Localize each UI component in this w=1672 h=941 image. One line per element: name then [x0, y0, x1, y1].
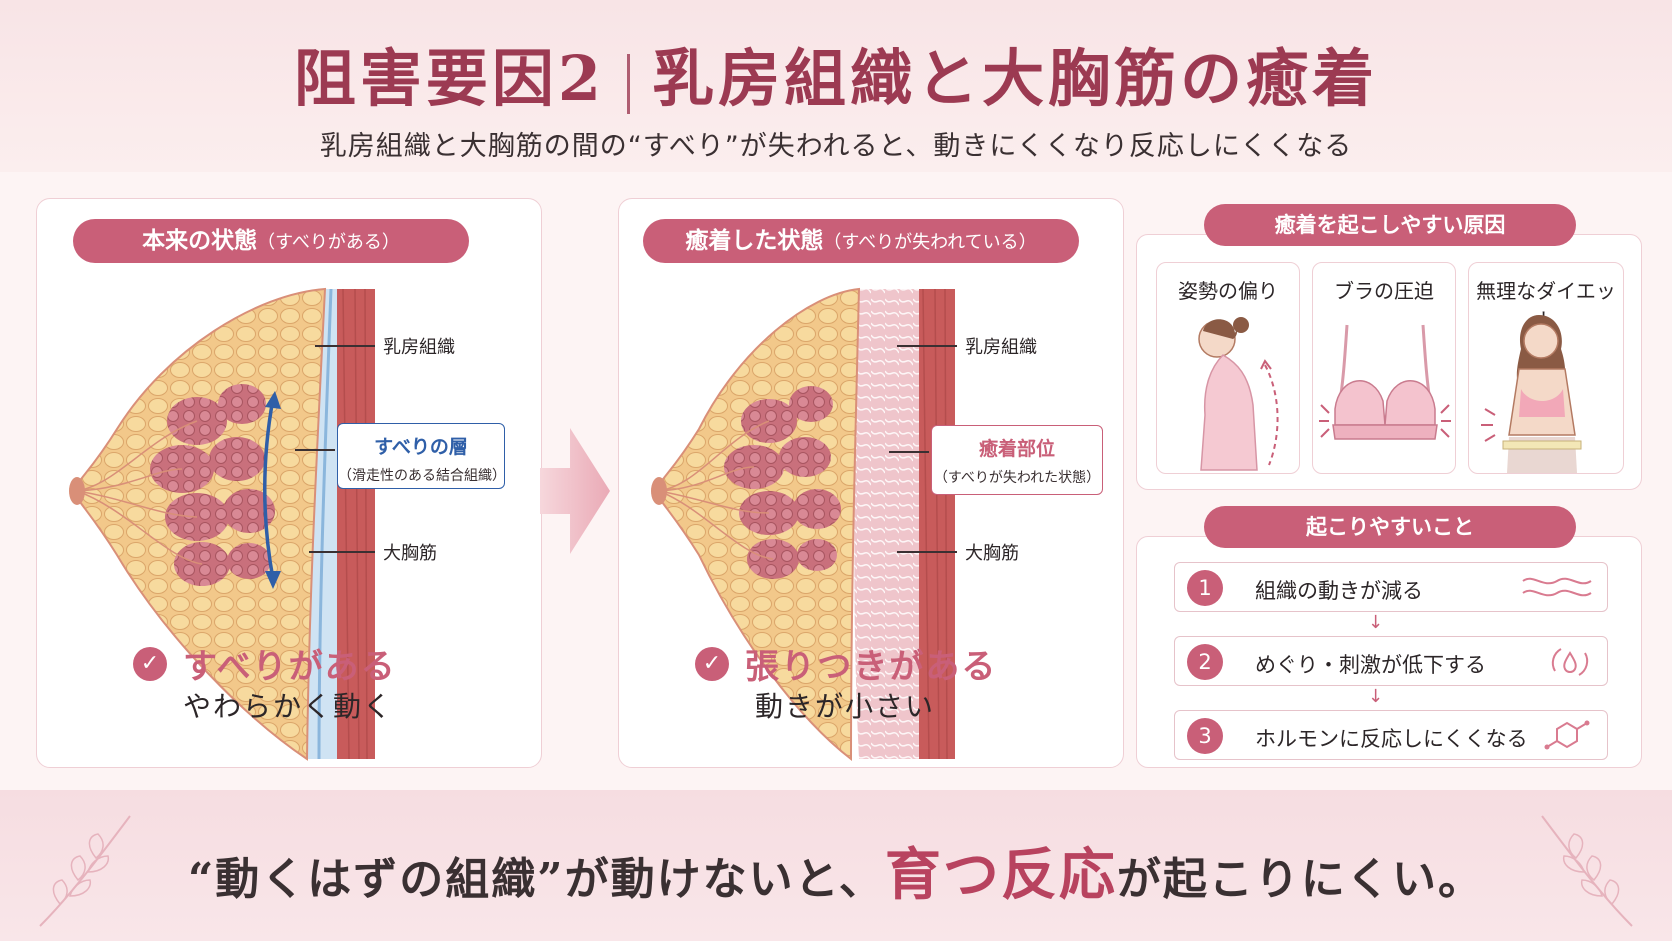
- footer-message: “動くはずの組織”が動けないと、育つ反応が起こりにくい。: [188, 842, 1484, 908]
- leader-line-adhesion: [889, 451, 929, 453]
- check-icon: ✓: [133, 647, 167, 681]
- breast-illustration-adhered: [651, 287, 955, 762]
- title-left: 阻害要因2: [293, 42, 606, 115]
- box-adhesion-site: 癒着部位 （すべりが失われた状態）: [931, 425, 1103, 495]
- label-breast-tissue: 乳房組織: [383, 337, 455, 358]
- molecule-icon: [1544, 720, 1590, 750]
- posture-icon: [1198, 317, 1279, 471]
- state-normal: すべりがある: [183, 647, 397, 687]
- transition-arrow-icon: [540, 428, 610, 554]
- footer-band: [0, 790, 1672, 941]
- state-normal-desc: やわらかく動く: [183, 690, 394, 723]
- breast-illustration-normal: [69, 287, 375, 761]
- pill-causes: 癒着を起こしやすい原因: [1204, 204, 1576, 246]
- label-pectoral-muscle: 大胸筋: [965, 543, 1019, 564]
- label-pectoral-muscle: 大胸筋: [383, 543, 437, 564]
- page-subtitle: 乳房組織と大胸筋の間の“すべり”が失われると、動きにくくなり反応しにくくなる: [319, 131, 1353, 162]
- effect-step-2: 2 めぐり・刺激が低下する: [1174, 636, 1608, 686]
- effect-step-1: 1 組織の動きが減る: [1174, 562, 1608, 612]
- diet-icon: [1481, 315, 1582, 473]
- pill-effects: 起こりやすいこと: [1204, 506, 1576, 548]
- panel-adhered-state: 癒着した状態（すべりが失われている）: [618, 198, 1124, 768]
- box-glide-layer: すべりの層 （滑走性のある結合組織）: [337, 423, 506, 489]
- leader-line-breast: [315, 345, 375, 347]
- panel-normal-state: 本来の状態（すべりがある）: [36, 198, 542, 768]
- leader-line-muscle: [897, 551, 957, 553]
- pill-normal-state: 本来の状態（すべりがある）: [73, 219, 469, 263]
- leader-line-muscle: [309, 551, 375, 553]
- cause-card-diet: 無理なダイエット: [1468, 262, 1624, 474]
- cause-card-bra: ブラの圧迫: [1312, 262, 1456, 474]
- label-breast-tissue: 乳房組織: [965, 337, 1037, 358]
- page-title: 阻害要因2 乳房組織と大胸筋の癒着: [0, 28, 1672, 118]
- header-band: [0, 0, 1672, 172]
- leader-line-glide: [295, 449, 335, 451]
- state-adhered-desc: 動きが小さい: [755, 690, 936, 723]
- cycle-drop-icon: [1551, 648, 1589, 676]
- title-separator: [627, 54, 631, 114]
- wave-icon: [1522, 577, 1592, 597]
- check-icon: ✓: [695, 647, 729, 681]
- bra-icon: [1319, 324, 1451, 440]
- leaf-branch-icon: [39, 815, 131, 927]
- leader-line-breast: [897, 345, 957, 347]
- state-adhered: 張りつきがある: [745, 647, 998, 687]
- arrow-down-icon: ↓: [1368, 612, 1384, 633]
- arrow-down-icon: ↓: [1368, 686, 1384, 707]
- footer-highlight: 育つ反応: [884, 842, 1117, 908]
- cause-card-posture: 姿勢の偏り: [1156, 262, 1300, 474]
- title-right: 乳房組織と大胸筋の癒着: [652, 42, 1379, 115]
- effect-step-3: 3 ホルモンに反応しにくくなる: [1174, 710, 1608, 760]
- pill-adhered-state: 癒着した状態（すべりが失われている）: [643, 219, 1079, 263]
- leaf-branch-icon: [1541, 815, 1633, 927]
